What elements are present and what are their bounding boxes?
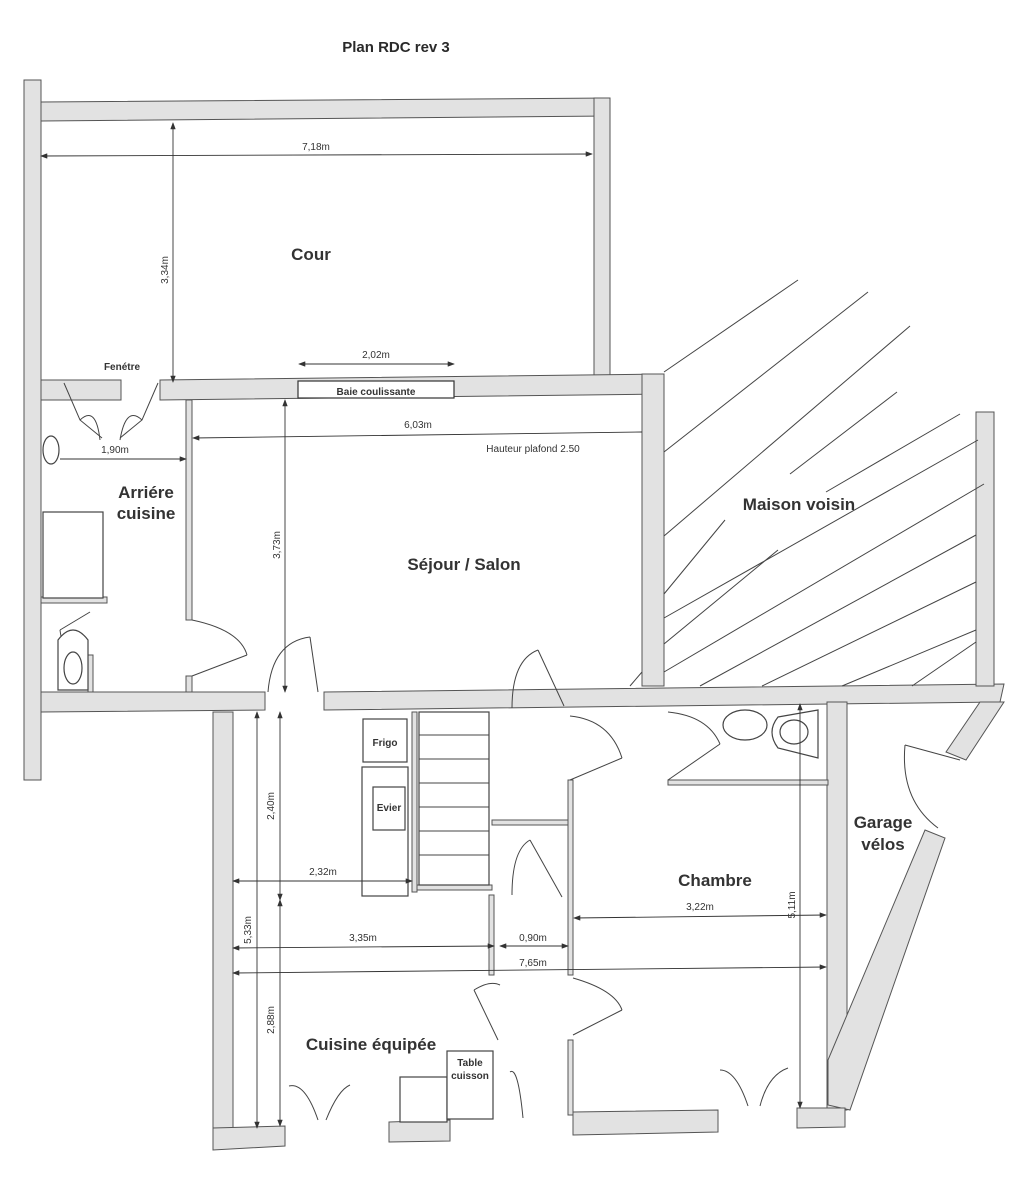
dim-arriere-width: 1,90m xyxy=(101,445,129,456)
walls xyxy=(23,79,1005,1151)
evier-label: Evier xyxy=(377,803,402,814)
dim-baie-width: 2,02m xyxy=(362,350,390,361)
room-cour: Cour xyxy=(291,245,331,264)
dim-cour-width: 7,18m xyxy=(302,142,330,153)
staircase xyxy=(418,711,490,886)
room-garage-1: Garage xyxy=(854,813,913,832)
plan-title: Plan RDC rev 3 xyxy=(342,39,450,56)
window-fenetre xyxy=(63,382,159,441)
cooktop xyxy=(446,1050,494,1120)
sliding-bay-window xyxy=(297,380,455,399)
dim-kitchen-lower: 2,88m xyxy=(266,1006,277,1034)
dim-total-width: 7,65m xyxy=(519,958,547,969)
dim-sejour-depth: 3,73m xyxy=(272,531,283,559)
room-chambre: Chambre xyxy=(678,871,752,890)
dim-passage: 0,90m xyxy=(519,933,547,944)
room-arriere-cuisine-1: Arriére xyxy=(118,483,174,502)
dim-kitchen-counter: 2,32m xyxy=(309,867,337,878)
room-garage-2: vélos xyxy=(861,835,904,854)
frigo-label: Frigo xyxy=(373,738,398,749)
dim-chambre-depth: 5,11m xyxy=(787,891,798,918)
fridge xyxy=(362,718,408,763)
fixtures xyxy=(42,435,819,1123)
dim-chambre-width: 3,22m xyxy=(686,902,714,913)
room-maison-voisin: Maison voisin xyxy=(743,495,855,514)
ceiling-height-note: Hauteur plafond 2.50 xyxy=(486,444,580,455)
dimension-lines xyxy=(40,122,827,1129)
cabinet xyxy=(399,1076,448,1123)
dim-kitchen-total: 5,33m xyxy=(243,916,254,944)
dim-kitchen-upper: 2,40m xyxy=(266,792,277,820)
neighbour-hatch xyxy=(629,279,985,687)
room-arriere-cuisine-2: cuisine xyxy=(117,504,176,523)
dim-cour-depth: 3,34m xyxy=(160,256,171,284)
table-cuisson-label-2: cuisson xyxy=(451,1071,489,1082)
sink-counter xyxy=(361,766,409,897)
sink-icon xyxy=(42,435,60,465)
table-cuisson-label-1: Table xyxy=(457,1058,483,1069)
fenetre-label: Fenétre xyxy=(104,362,141,373)
sink-icon xyxy=(722,709,768,741)
room-cuisine: Cuisine équipée xyxy=(306,1035,436,1054)
baie-label: Baie coulissante xyxy=(337,387,416,398)
dim-sejour-width: 6,03m xyxy=(404,420,432,431)
room-sejour: Séjour / Salon xyxy=(407,555,520,574)
dim-kitchen-width: 3,35m xyxy=(349,933,377,944)
